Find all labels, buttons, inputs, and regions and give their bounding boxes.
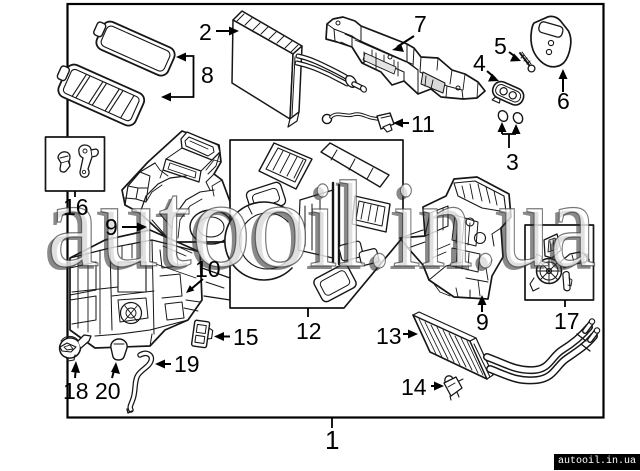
svg-text:2: 2	[199, 19, 212, 45]
svg-text:3: 3	[506, 149, 519, 175]
svg-text:17: 17	[554, 308, 580, 334]
svg-text:13: 13	[376, 323, 402, 349]
svg-text:15: 15	[233, 324, 259, 350]
svg-text:20: 20	[95, 378, 121, 404]
svg-text:19: 19	[174, 351, 200, 377]
svg-text:1: 1	[325, 425, 339, 455]
svg-text:9: 9	[105, 214, 118, 240]
svg-text:autoo: autoo	[43, 159, 306, 296]
svg-text:il.in.ua: il.in.ua	[305, 159, 592, 296]
svg-text:4: 4	[473, 50, 486, 76]
svg-text:5: 5	[494, 33, 507, 59]
svg-text:11: 11	[411, 111, 435, 137]
svg-text:12: 12	[296, 318, 322, 344]
svg-text:8: 8	[201, 62, 214, 88]
svg-text:10: 10	[195, 256, 221, 282]
svg-text:18: 18	[63, 378, 89, 404]
svg-text:6: 6	[557, 88, 570, 114]
svg-text:il.in.ua: il.in.ua	[309, 156, 596, 293]
svg-text:autoo: autoo	[47, 156, 310, 293]
svg-text:9: 9	[476, 309, 489, 335]
svg-text:7: 7	[414, 11, 427, 37]
svg-text:14: 14	[401, 374, 427, 400]
svg-text:16: 16	[63, 194, 89, 220]
